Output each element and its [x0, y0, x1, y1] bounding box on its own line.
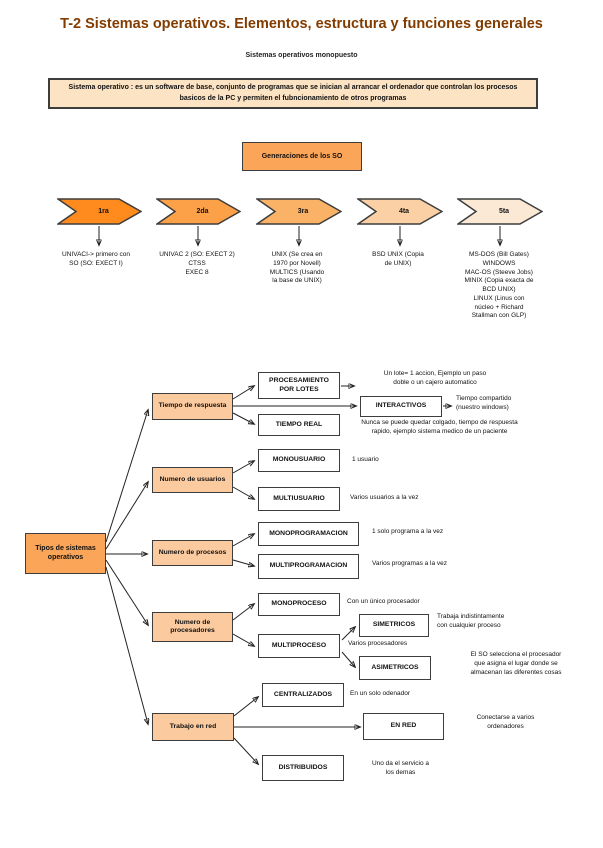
note-tiempo-real: Nunca se puede quedar colgado, tiempo de… — [361, 419, 518, 435]
generation-1-note: UNIVACI-> primero con SO (SO: EXECT I) — [62, 251, 130, 267]
generation-1-label: 1ra — [98, 208, 109, 215]
connector-line — [232, 412, 254, 424]
connector-line — [232, 604, 254, 621]
chevron-arrow-icon — [57, 198, 142, 225]
generations-heading-box: Generaciones de los SO — [242, 142, 362, 171]
connector-line — [105, 410, 148, 543]
node-box-monousuario: MONOUSUARIO — [258, 449, 340, 472]
node-box-centralizados: CENTRALIZADOS — [262, 683, 344, 707]
node-box-interactivos: INTERACTIVOS — [360, 396, 442, 417]
chevron-shape — [156, 198, 241, 225]
generation-3-label: 3ra — [297, 208, 309, 215]
chevron-shape — [256, 198, 342, 225]
connector-line — [105, 566, 148, 724]
note-monousuario: 1 usuario — [352, 456, 379, 463]
generation-5-note: MS-DOS (Bill Gates) WINDOWS MAC-OS (Stee… — [464, 251, 534, 320]
note-multiprogramacion: Varios programas a la vez — [372, 560, 448, 567]
note-procesamiento-por-lotes: Un lote= 1 accion, Ejemplo un paso doble… — [383, 370, 487, 386]
connector-line — [105, 482, 148, 550]
node-box-multiusuario: MULTIUSUARIO — [258, 487, 340, 511]
category-box-trabajo-en-red: Trabajo en red — [152, 713, 234, 741]
category-box-numero-de-usuarios: Numero de usuarios — [152, 467, 233, 493]
node-box-multiprogramacion: MULTIPROGRAMACION — [258, 554, 359, 579]
definition-box: Sistema operativo : es un software de ba… — [48, 78, 538, 109]
connector-line — [232, 461, 254, 474]
note-asimetricos: El SO selecciona el procesador que asign… — [470, 651, 562, 676]
node-box-procesamiento-por-lotes: PROCESAMIENTO POR LOTES — [258, 372, 340, 399]
generation-1-arrow: 1ra — [57, 198, 142, 225]
chevron-arrow-icon — [457, 198, 543, 225]
note-interactivos: Tiempo compartido (nuestro windows) — [456, 395, 512, 411]
node-box-asimetricos: ASIMETRICOS — [359, 656, 431, 680]
chevron-shape — [457, 198, 543, 225]
node-box-monoproceso: MONOPROCESO — [258, 593, 340, 616]
chevron-arrow-icon — [357, 198, 443, 225]
connector-line — [232, 633, 254, 646]
connector-line — [233, 737, 258, 764]
generation-4-note: BSD UNIX (Copia de UNIX) — [372, 251, 424, 267]
category-box-numero-de-procesadores: Numero de procesadores — [152, 612, 233, 642]
connector-line — [232, 559, 254, 566]
chevron-shape — [357, 198, 443, 225]
note-monoproceso: Con un único procesador — [347, 598, 420, 605]
connector-line — [105, 559, 148, 625]
note-en-red: Conectarse a varios ordenadores — [476, 714, 535, 730]
generation-2-arrow: 2da — [156, 198, 241, 225]
note-distribuidos: Uno da el servicio a los demas — [371, 760, 430, 776]
note-multiproceso: Varios procesadores — [348, 640, 408, 647]
chevron-arrow-icon — [156, 198, 241, 225]
page-title: T-2 Sistemas operativos. Elementos, estr… — [60, 16, 543, 32]
note-multiusuario: Varios usuarios a la vez — [350, 494, 419, 501]
note-simetricos: Trabaja indistintamente con cualquier pr… — [437, 613, 505, 629]
connector-line — [341, 651, 355, 667]
node-box-multiproceso: MULTIPROCESO — [258, 634, 340, 658]
tree-root-box: Tipos de sistemas operativos — [25, 533, 106, 574]
chevron-arrow-icon — [256, 198, 342, 225]
generation-2-label: 2da — [196, 208, 209, 215]
node-box-tiempo-real: TIEMPO REAL — [258, 414, 340, 436]
generation-5-arrow: 5ta — [457, 198, 543, 225]
generation-2-note: UNIVAC 2 (SO: EXECT 2) CTSS EXEC 8 — [159, 251, 235, 276]
connector-line — [341, 627, 355, 641]
note-centralizados: En un solo odenador — [350, 690, 410, 697]
page-subtitle: Sistemas operativos monopuesto — [245, 52, 358, 59]
node-box-monoprogramacion: MONOPROGRAMACION — [258, 522, 359, 546]
node-box-en-red: EN RED — [363, 713, 444, 740]
generation-4-label: 4ta — [398, 208, 410, 215]
connector-line — [232, 386, 254, 400]
node-box-distribuidos: DISTRIBUIDOS — [262, 755, 344, 781]
generation-5-label: 5ta — [498, 208, 510, 215]
category-box-numero-de-procesos: Numero de procesos — [152, 540, 233, 566]
generation-3-arrow: 3ra — [256, 198, 342, 225]
note-monoprogramacion: 1 solo programa a la vez — [372, 528, 444, 535]
chevron-shape — [57, 198, 142, 225]
generation-4-arrow: 4ta — [357, 198, 443, 225]
connector-line — [232, 534, 254, 547]
category-box-tiempo-de-respuesta: Tiempo de respuesta — [152, 393, 233, 420]
connector-line — [232, 486, 254, 499]
generation-3-note: UNIX (Se crea en 1970 por Novell) MULTIC… — [269, 251, 325, 285]
node-box-simetricos: SIMETRICOS — [359, 614, 429, 637]
connector-line — [233, 697, 258, 717]
